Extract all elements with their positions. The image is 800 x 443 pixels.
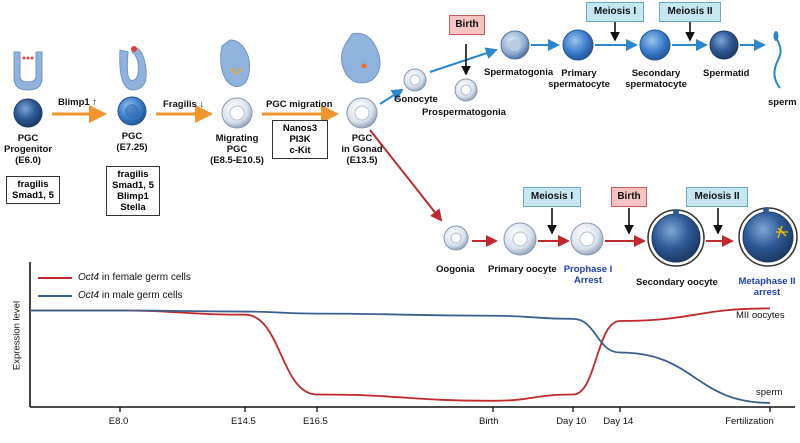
end-label-female: MII oocytes	[736, 310, 785, 321]
embryo-e85-icon	[220, 39, 251, 87]
embryo-e6-icon	[13, 51, 43, 91]
female-oct4-line	[30, 307, 771, 402]
birth-tag-female: Birth	[611, 187, 647, 207]
secondary-spermatocyte-cell	[639, 29, 671, 61]
spermatid-label: Spermatid	[703, 68, 750, 79]
prospermatogonia-label: Prospermatogonia	[422, 107, 506, 118]
secondary-oocyte-label: Secondary oocyte	[636, 277, 718, 288]
pgc-e725-label: PGC(E7.25)	[116, 131, 148, 153]
x-tick-label-5: Day 14	[603, 416, 634, 427]
embryo-e725-icon	[119, 47, 147, 91]
male-oct4-line	[30, 309, 771, 404]
legend-male-label: Oct4 in male germ cells	[78, 290, 183, 301]
x-tick-label-2: E16.5	[303, 416, 328, 427]
meiosis2-tag-female: Meiosis II	[686, 187, 748, 207]
meiosis2-tag-male: Meiosis II	[659, 2, 721, 22]
primary-oocyte-label: Primary oocyte	[488, 264, 557, 275]
spermatogonia-label: Spermatogonia	[484, 67, 554, 78]
legend-female-label: Oct4 in female germ cells	[78, 272, 191, 283]
sperm-label: sperm	[768, 97, 797, 108]
gonad-to-oogonia-arrow	[369, 129, 443, 222]
birth-tag-male: Birth	[449, 15, 485, 35]
meiosis1-tag-male: Meiosis I	[586, 2, 644, 22]
y-axis-label: Expression level	[11, 300, 23, 371]
sperm-icon	[773, 37, 782, 89]
x-tick-label-1: E14.5	[231, 416, 256, 427]
blimp1-label: Blimp1 ↑	[58, 97, 98, 108]
primary-spermatocyte-cell	[562, 29, 594, 61]
fragilis-label: Fragilis ↓	[163, 99, 205, 110]
x-tick-label-0: E8.0	[108, 416, 129, 427]
gonad-to-gonocyte-arrow	[379, 88, 404, 105]
pgc-migration-label: PGC migration	[266, 99, 333, 110]
oogonia-label: Oogonia	[436, 264, 475, 275]
embryo-e135-icon	[341, 32, 381, 84]
end-label-male: sperm	[756, 387, 783, 398]
pgc-progenitor-cell	[13, 98, 43, 128]
gonocyte-label: Gonocyte	[394, 94, 438, 105]
x-tick-label-4: Day 10	[556, 416, 587, 427]
gonocyte-to-spermatogonia-arrow	[429, 47, 498, 73]
x-tick-label-6: Fertilization	[725, 416, 774, 427]
x-tick-label-3: Birth	[479, 416, 499, 427]
meiosis1-tag-female: Meiosis I	[523, 187, 581, 207]
spermatid-cell	[709, 30, 739, 60]
